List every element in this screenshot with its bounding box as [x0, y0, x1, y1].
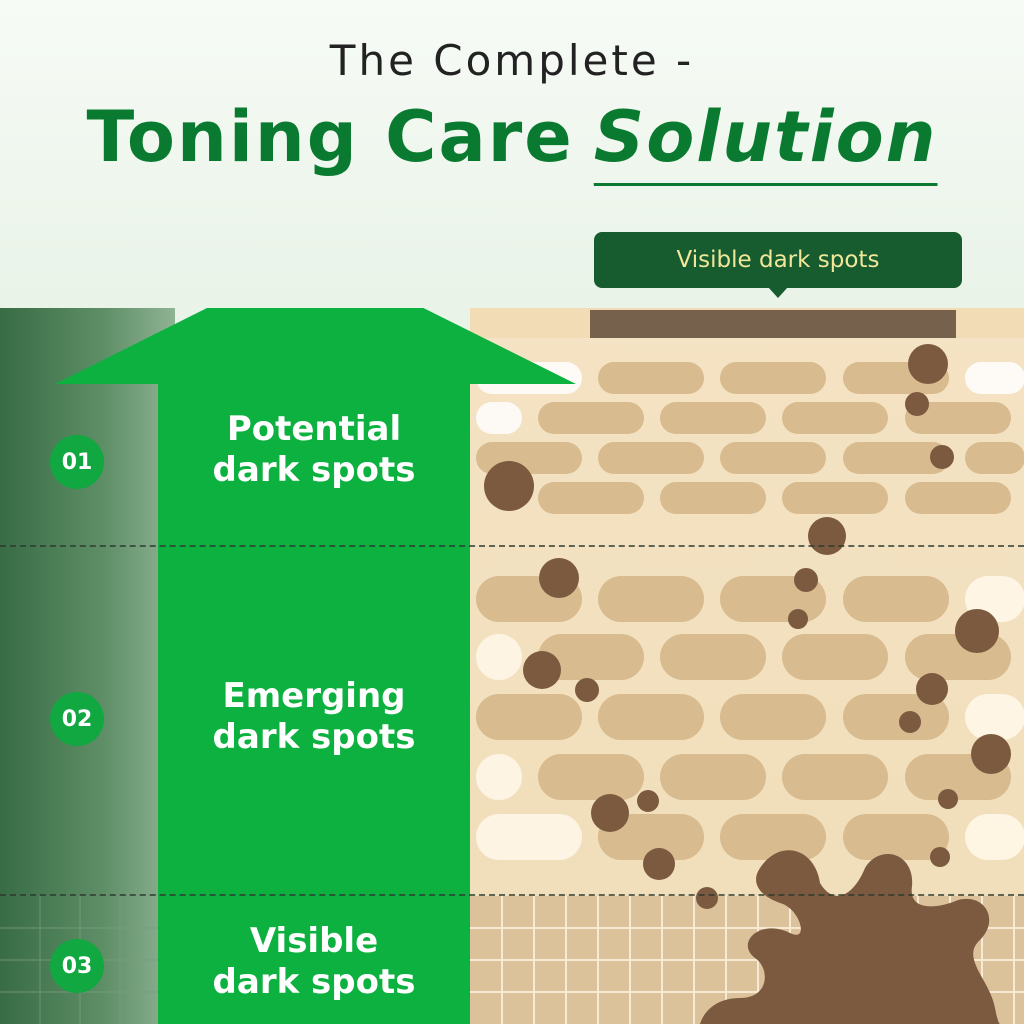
stage-2-line2: dark spots	[212, 717, 416, 757]
left-green-panel	[0, 308, 175, 1024]
stage-3-line1: Visible	[249, 921, 379, 961]
stage-label-visible: Visible dark spots	[158, 921, 470, 1003]
subtitle-the-complete: The Complete -	[329, 36, 695, 85]
progress-arrow	[55, 308, 576, 1024]
skin-cells-svg	[0, 308, 1024, 1024]
stage-number-badge-02: 02	[50, 692, 104, 746]
stage-1-line1: Potential	[226, 409, 402, 449]
stage-number-badge-01: 01	[50, 435, 104, 489]
stage-1-line2: dark spots	[212, 450, 416, 490]
stage-label-potential: Potential dark spots	[158, 409, 470, 491]
title-toning-care: Toning Care	[86, 96, 574, 178]
stage-3-line2: dark spots	[212, 962, 416, 1002]
stage-2-line1: Emerging	[222, 676, 406, 716]
visible-dark-spots-callout: Visible dark spots	[594, 232, 962, 298]
stage-divider-2	[0, 894, 1024, 896]
stage-number-badge-03: 03	[50, 939, 104, 993]
title-solution: Solution	[593, 96, 938, 178]
visible-spot-patch	[590, 310, 956, 338]
skin-layer-illustration: 01 02 03 Potential dark spots Emerging d…	[0, 308, 1024, 1024]
stage-label-emerging: Emerging dark spots	[158, 676, 470, 758]
stage-divider-1	[0, 545, 1024, 547]
